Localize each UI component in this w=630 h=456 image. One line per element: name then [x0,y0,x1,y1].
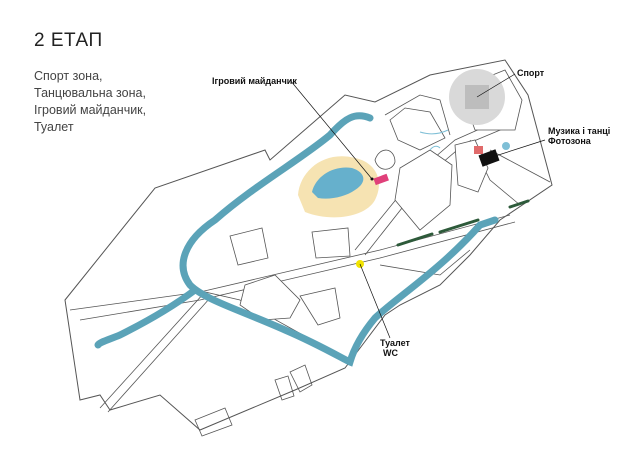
structure-2 [274,375,295,401]
stream-north [419,129,449,135]
hedge-2 [438,218,480,234]
stream-small [429,145,441,151]
playground-label: Ігровий майданчик [212,76,297,86]
subtitle-line-1: Спорт зона, [34,69,103,83]
block-3 [389,107,446,151]
building-center [311,227,351,259]
hedges [396,199,530,247]
paths [69,94,551,413]
subtitle: Спорт зона, Танцювальна зона, Ігровий ма… [34,68,146,136]
path-south [379,249,471,276]
leader-lines [289,73,546,339]
sport-label: Спорт [517,68,545,78]
photo-zone-label: Фотозона [548,136,591,146]
structure-3 [194,407,233,437]
subtitle-line-2: Танцювальна зона, [34,86,146,100]
path-diagonal-2 [79,221,516,321]
wc-label: WC [383,348,398,358]
path-diagonal-1 [69,214,511,311]
toilet-label: Туалет [380,338,410,348]
playground-marker [373,173,389,186]
leader-music [488,139,546,159]
hedge-3 [508,199,530,209]
building-southeast [299,287,341,326]
fountain [502,142,510,150]
path-loop [374,149,396,170]
bottom-structures [194,364,313,437]
pond [312,167,364,199]
leader-playground [289,79,373,180]
hedge-1 [396,232,434,247]
building-west [229,227,269,266]
subtitle-line-4: Туалет [34,120,74,134]
photo-zone [474,146,483,154]
path-long-1 [99,291,331,409]
path-east-2 [489,149,551,183]
music-label: Музика і танці [548,126,611,136]
leader-toilet [359,263,391,339]
building-south [239,274,301,321]
page-title: 2 ЕТАП [34,30,103,51]
leader-sport [476,73,516,98]
structure-1 [289,364,313,393]
path-long-2 [107,297,211,413]
river-branch [94,286,199,349]
subtitle-line-3: Ігровий майданчик, [34,103,147,117]
path-upper [384,94,451,136]
river [179,112,499,367]
